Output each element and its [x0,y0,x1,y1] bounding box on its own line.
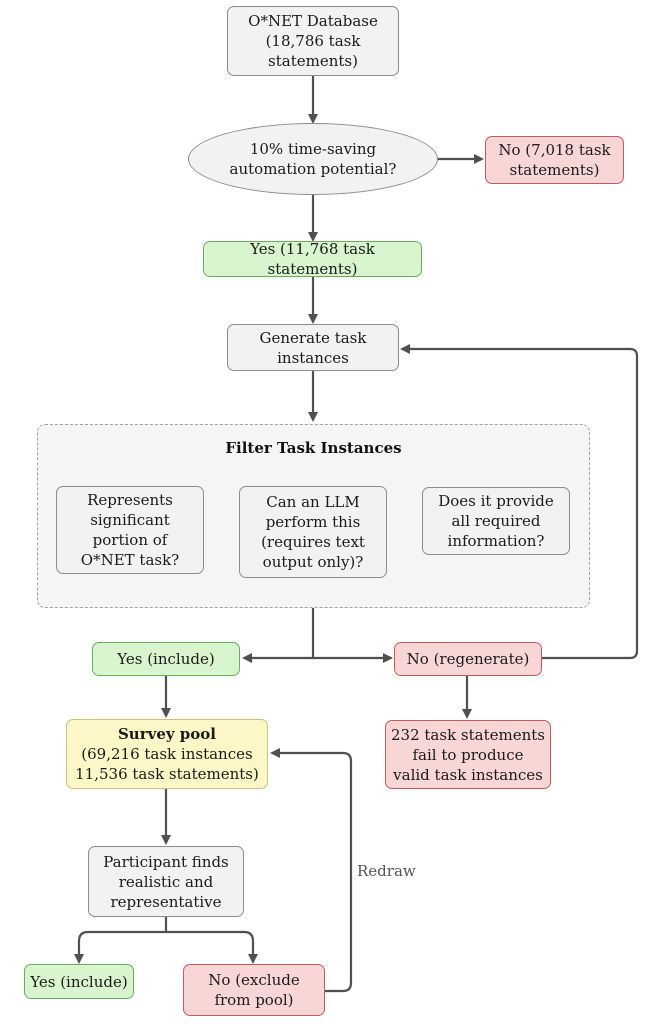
yes-include-filter-box: Yes (include) [92,642,240,676]
criterion-required-information: Does it provide all required information… [422,487,570,555]
no-exclude-from-pool-box: No (exclude from pool) [183,964,325,1016]
filter-panel-title: Filter Task Instances [225,439,402,457]
automation-potential-decision: 10% time-saving automation potential? [188,123,438,195]
arrow-branch-yes [74,930,166,964]
arrow-regenerate-loop [400,344,639,660]
survey-pool-details: (69,216 task instances 11,536 task state… [75,745,259,783]
no-automation-box: No (7,018 task statements) [485,136,624,184]
onet-database-box: O*NET Database (18,786 task statements) [227,6,399,76]
no-regenerate-box: No (regenerate) [394,642,542,676]
criterion-significant-portion: Represents significant portion of O*NET … [56,486,204,574]
survey-pool-title: Survey pool [117,725,217,743]
participant-judgment-box: Participant finds realistic and represen… [88,846,244,917]
arrow-redraw-loop [270,748,353,993]
failed-task-statements-box: 232 task statements fail to produce vali… [385,720,551,789]
arrow-branch-no [166,930,258,964]
yes-automation-box: Yes (11,768 task statements) [203,240,422,278]
yes-include-final-box: Yes (include) [24,964,134,999]
survey-pool-box: Survey pool (69,216 task instances 11,53… [66,719,268,789]
redraw-label: Redraw [357,862,416,880]
generate-task-instances-box: Generate task instances [227,324,399,371]
criterion-llm-can-perform: Can an LLM perform this (requires text o… [239,486,387,578]
